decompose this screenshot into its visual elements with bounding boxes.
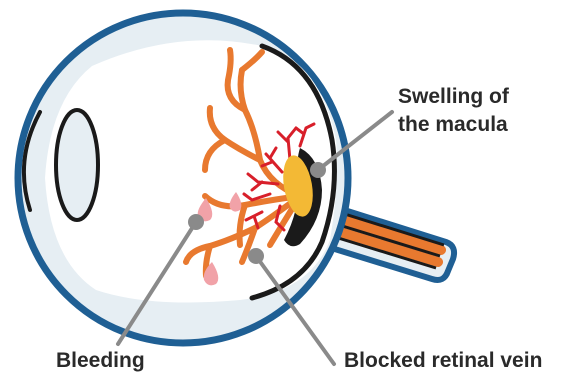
bleeding-pointer-dot xyxy=(188,214,204,230)
bleeding-label: Bleeding xyxy=(56,348,145,374)
macula-label-line1: Swelling of xyxy=(398,84,509,110)
macula-label-line2: the macula xyxy=(398,112,508,138)
vein-pointer-dot xyxy=(248,248,264,264)
blocked-vein-label: Blocked retinal vein xyxy=(344,348,542,374)
macula-pointer-dot xyxy=(310,162,326,178)
